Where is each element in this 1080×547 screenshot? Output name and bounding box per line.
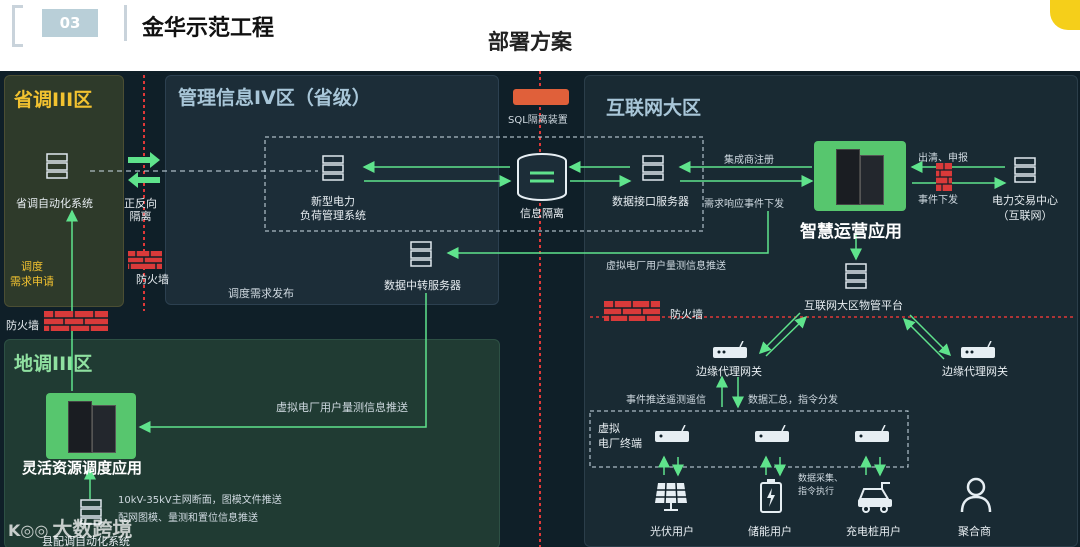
connector-layer: [66, 71, 1076, 547]
database-icon: [517, 153, 567, 201]
vpp-push-bottom-label: 虚拟电厂用户量测信息推送: [276, 401, 408, 414]
section-number: 03: [42, 9, 98, 37]
vpp-push-top-label: 虚拟电厂用户量测信息推送: [606, 261, 726, 272]
watermark-logo: K◎◎大数跨境: [8, 513, 132, 542]
zone-provincial: [4, 75, 124, 307]
gateway-icon: [655, 425, 689, 442]
data-relay-label: 数据中转服务器: [384, 279, 461, 292]
dispatch-request-label: 调度 需求申请: [10, 260, 54, 288]
firewall-label-left: 防火墙: [6, 319, 39, 332]
gateway-icon: [961, 341, 995, 358]
firewall-label-right: 防火墙: [670, 308, 703, 321]
firewall-icon: [44, 311, 108, 331]
firewall-label-top: 防火墙: [136, 273, 169, 286]
server-icon: [322, 155, 344, 181]
firewall-icon: [604, 301, 660, 321]
dispatch-publish-label: 调度需求发布: [228, 287, 294, 300]
sql-isolation-device-icon: [513, 89, 569, 105]
ev-charger-icon: [858, 482, 892, 513]
deployment-diagram: 省调III区 管理信息IV区（省级） 互联网大区 地调III区: [0, 71, 1080, 547]
server-icon: [1014, 157, 1036, 183]
zone-internet-title: 互联网大区: [606, 97, 702, 119]
grid-line1-label: 10kV-35kV主网断面，图模文件推送: [118, 495, 282, 506]
server-icon: [642, 155, 664, 181]
page-title: 金华示范工程: [142, 16, 275, 41]
storage-user-label: 储能用户: [748, 525, 792, 538]
watermark-text: 大数跨境: [52, 517, 133, 541]
data-interface-label: 数据接口服务器: [612, 195, 689, 208]
solar-panel-icon: [655, 482, 687, 511]
clear-declare-label: 出清、申报: [918, 153, 968, 164]
pv-user-label: 光伏用户: [650, 525, 694, 538]
flex-app-label: 灵活资源调度应用: [22, 459, 143, 477]
zone-management: [165, 75, 499, 305]
info-isolation-label: 信息隔离: [520, 207, 564, 220]
header-bracket-right: [120, 5, 127, 41]
aggregator-label: 聚合商: [958, 525, 991, 538]
data-collect-label: 数据采集、 指令执行: [798, 474, 844, 497]
new-power-label: 新型电力 负荷管理系统: [300, 195, 366, 222]
county-system-label: 县配调自动化系统: [42, 535, 130, 547]
prov-automation-label: 省调自动化系统: [16, 197, 93, 210]
edge-proxy-left-label: 边缘代理网关: [696, 365, 762, 378]
bidirectional-arrows-icon: [128, 152, 160, 188]
sql-isolation-label: SQL隔离装置: [508, 115, 568, 126]
watermark-mark-icon: K◎◎: [8, 521, 49, 540]
power-trading-label: 电力交易中心 （互联网）: [992, 194, 1058, 222]
zone-management-title: 管理信息IV区（省级）: [178, 87, 371, 109]
server-icon: [845, 263, 867, 289]
integrator-register-label: 集成商注册: [724, 155, 774, 166]
gateway-icon: [713, 341, 747, 358]
server-icon: [410, 241, 432, 267]
zone-provincial-title: 省调III区: [14, 89, 93, 111]
demand-response-label: 需求响应事件下发: [704, 199, 784, 210]
gateway-icon: [855, 425, 889, 442]
vpp-terminal-label: 虚拟 电厂终端: [598, 422, 642, 450]
edge-proxy-right-label: 边缘代理网关: [942, 365, 1008, 378]
server-icon: [80, 499, 102, 525]
bidirectional-isolation-label: 正反向 隔离: [124, 197, 157, 223]
event-issue-label: 事件下发: [918, 195, 958, 206]
firewall-icon: [128, 251, 162, 269]
firewall-icon: [936, 163, 952, 191]
event-push-label: 事件推送遥测遥信: [626, 395, 706, 406]
gateway-icon: [755, 425, 789, 442]
grid-line2-label: 配网图模、量测和置位信息推送: [118, 513, 258, 524]
smart-ops-app-icon: [814, 141, 906, 211]
data-summary-label: 数据汇总，指令分发: [748, 395, 838, 406]
battery-icon: [760, 479, 782, 513]
person-icon: [960, 477, 992, 513]
server-icon: [46, 153, 68, 179]
flex-app-icon: [46, 393, 136, 459]
smart-ops-label: 智慧运营应用: [800, 222, 902, 242]
iot-platform-label: 互联网大区物管平台: [804, 299, 903, 312]
header-bracket-left: [12, 5, 23, 47]
corner-badge: [1050, 0, 1080, 30]
charging-user-label: 充电桩用户: [846, 525, 901, 538]
page-subtitle: 部署方案: [488, 30, 572, 54]
